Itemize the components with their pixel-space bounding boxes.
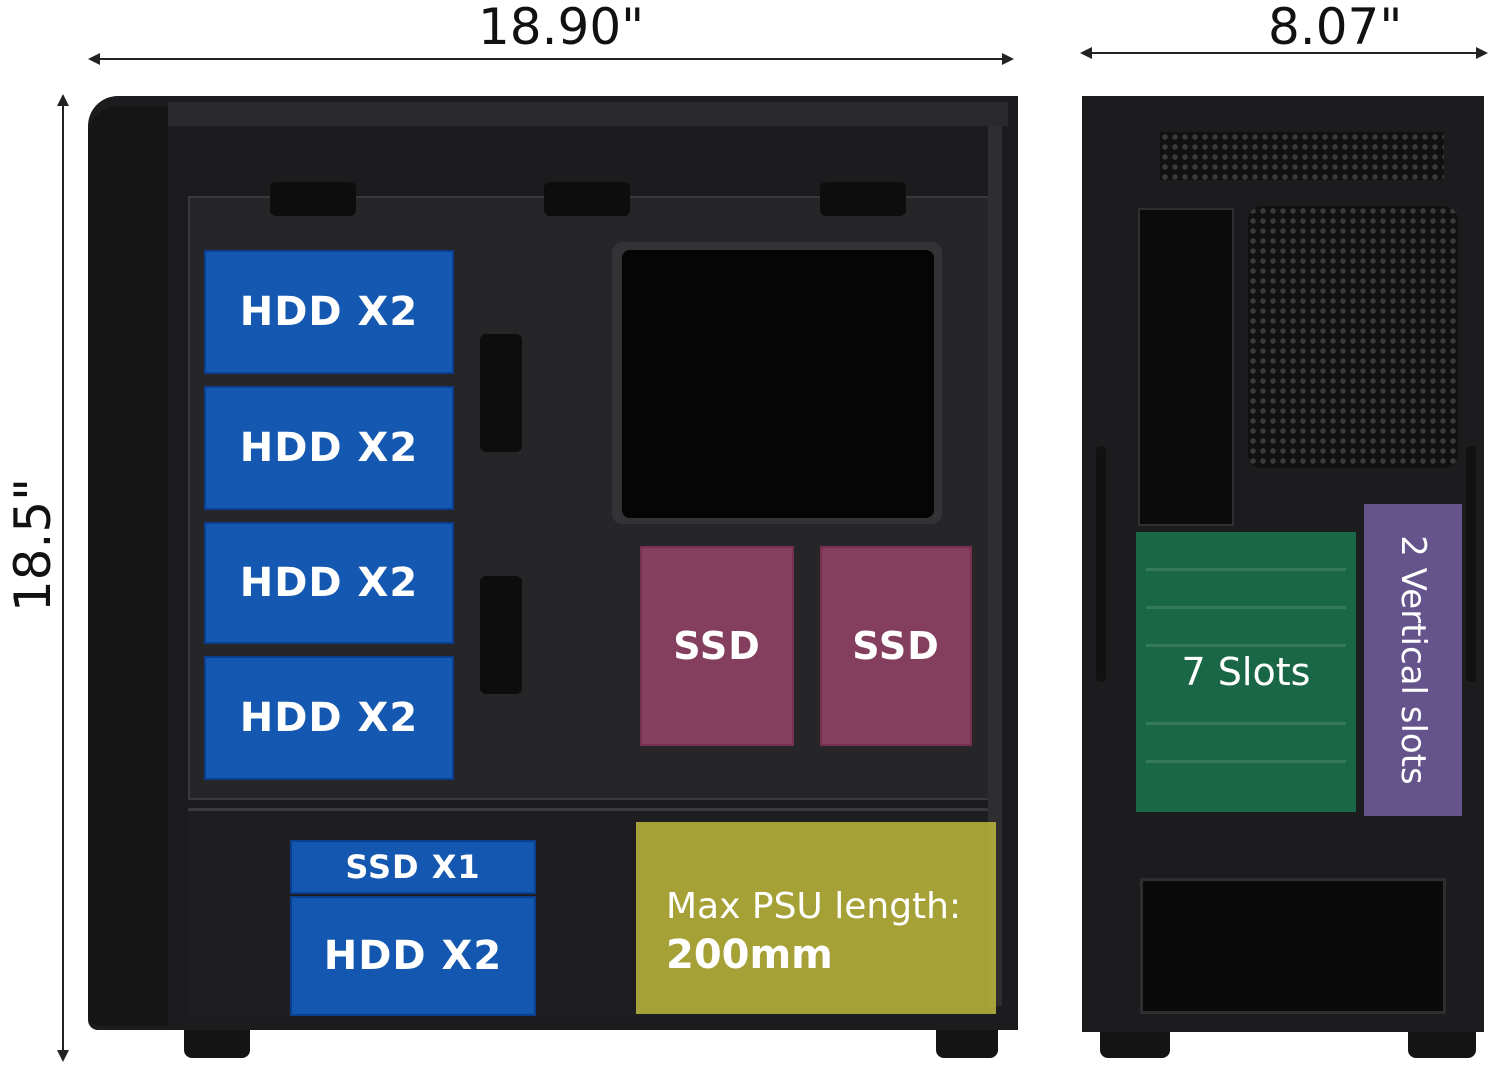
- height-dimension-label: 18.5": [4, 477, 63, 613]
- io-shield-opening: [1138, 208, 1234, 526]
- depth-dimension-label: 18.90": [478, 0, 645, 56]
- top-cutout-2: [544, 182, 630, 216]
- cable-cutout-upper: [480, 334, 522, 452]
- cpu-backplate-hole: [622, 250, 934, 518]
- psu-area: Max PSU length: 200mm: [636, 822, 996, 1014]
- expansion-slots-area: 7 Slots: [1136, 532, 1356, 812]
- lower-ssd-bay: SSD X1: [290, 840, 536, 894]
- expansion-slots-label: 7 Slots: [1181, 650, 1311, 694]
- rear-fan-mesh: [1248, 206, 1458, 468]
- height-arrow: [57, 94, 69, 1062]
- side-bar-right: [988, 126, 1002, 1006]
- top-cutout-3: [820, 182, 906, 216]
- hdd-bay-3: HDD X2: [204, 522, 454, 644]
- side-foot-right: [936, 1030, 998, 1058]
- psu-length-label: Max PSU length:: [666, 886, 962, 927]
- psu-length-value: 200mm: [666, 932, 833, 978]
- hdd-bay-4: HDD X2: [204, 656, 454, 780]
- top-vent-mesh: [1160, 132, 1444, 180]
- width-arrow: [1080, 47, 1488, 59]
- front-bezel: [88, 106, 168, 1026]
- top-cutout-1: [270, 182, 356, 216]
- side-foot-left: [184, 1030, 250, 1058]
- rear-foot-left: [1100, 1032, 1170, 1058]
- lower-hdd-bay: HDD X2: [290, 896, 536, 1016]
- vertical-slots-area: 2 Vertical slots: [1364, 504, 1462, 816]
- cable-cutout-lower: [480, 576, 522, 694]
- ssd-mount-1: SSD: [640, 546, 794, 746]
- depth-arrow: [88, 53, 1014, 65]
- width-dimension-label: 8.07": [1268, 0, 1403, 56]
- rear-handle-right: [1466, 446, 1476, 682]
- top-rail: [168, 102, 1008, 126]
- hdd-bay-2: HDD X2: [204, 386, 454, 510]
- ssd-mount-2: SSD: [820, 546, 972, 746]
- rear-foot-right: [1408, 1032, 1476, 1058]
- rear-handle-left: [1096, 446, 1106, 682]
- psu-opening: [1140, 878, 1446, 1014]
- hdd-bay-1: HDD X2: [204, 250, 454, 374]
- vertical-slots-label: 2 Vertical slots: [1393, 535, 1433, 785]
